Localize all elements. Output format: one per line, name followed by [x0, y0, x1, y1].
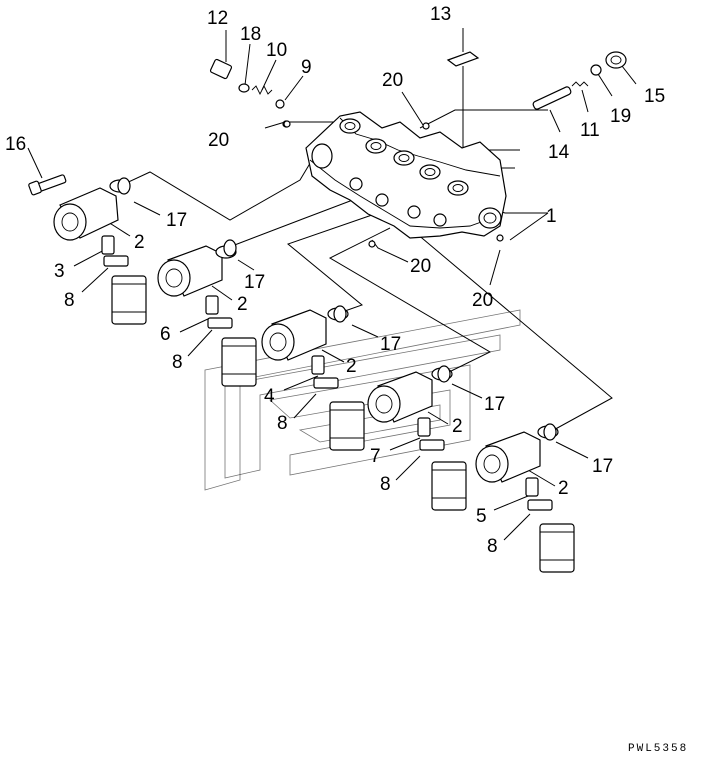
callout-14: 14 — [548, 142, 570, 163]
callout-8-d: 8 — [380, 474, 391, 495]
drawing-code: PWL5358 — [628, 743, 688, 755]
callout-8-c: 8 — [277, 413, 288, 434]
callout-8-a: 8 — [64, 290, 75, 311]
callout-20-bottom: 20 — [472, 290, 493, 311]
callout-6: 6 — [160, 324, 171, 345]
callout-20-top: 20 — [382, 70, 403, 91]
callout-20-left: 20 — [208, 130, 229, 151]
callout-labels: 12 18 10 9 13 20 20 15 19 11 14 16 1 17 … — [5, 4, 688, 755]
callout-20-mid: 20 — [410, 256, 431, 277]
nameplate — [446, 51, 480, 67]
callout-17-c: 17 — [380, 334, 401, 355]
solenoid-2 — [157, 245, 257, 387]
callout-2-c: 2 — [346, 356, 357, 377]
plug-assembly-right — [496, 51, 627, 242]
solenoid-o-rings — [117, 177, 557, 441]
callout-15: 15 — [644, 86, 665, 107]
callout-8-e: 8 — [487, 536, 498, 557]
valve-body — [305, 111, 507, 239]
callout-17-b: 17 — [244, 272, 265, 293]
solenoid-3 — [261, 307, 365, 451]
callout-13: 13 — [430, 4, 451, 25]
callout-17-e: 17 — [592, 456, 613, 477]
solenoid-4 — [367, 367, 467, 511]
callout-9: 9 — [301, 57, 312, 78]
callout-10: 10 — [266, 40, 287, 61]
callout-16: 16 — [5, 134, 26, 155]
callout-7: 7 — [370, 446, 381, 467]
solenoid-1 — [53, 179, 147, 325]
callout-2-a: 2 — [134, 232, 145, 253]
callout-1: 1 — [546, 206, 557, 227]
callout-11: 11 — [580, 120, 600, 141]
watermark-logo — [204, 309, 521, 491]
callout-2-e: 2 — [558, 478, 569, 499]
callout-12: 12 — [207, 8, 228, 29]
callout-3: 3 — [54, 261, 65, 282]
small-o-rings — [283, 120, 430, 248]
callout-17-d: 17 — [484, 394, 505, 415]
mounting-bolt — [28, 174, 67, 196]
callout-8-b: 8 — [172, 352, 183, 373]
callout-19: 19 — [610, 106, 631, 127]
callout-2-b: 2 — [237, 294, 248, 315]
callout-4: 4 — [264, 386, 275, 407]
plug-assembly-top-left — [209, 58, 290, 128]
callout-17-a: 17 — [166, 210, 187, 231]
callout-18: 18 — [240, 24, 261, 45]
callout-2-d: 2 — [452, 416, 463, 437]
callout-5: 5 — [476, 506, 487, 527]
